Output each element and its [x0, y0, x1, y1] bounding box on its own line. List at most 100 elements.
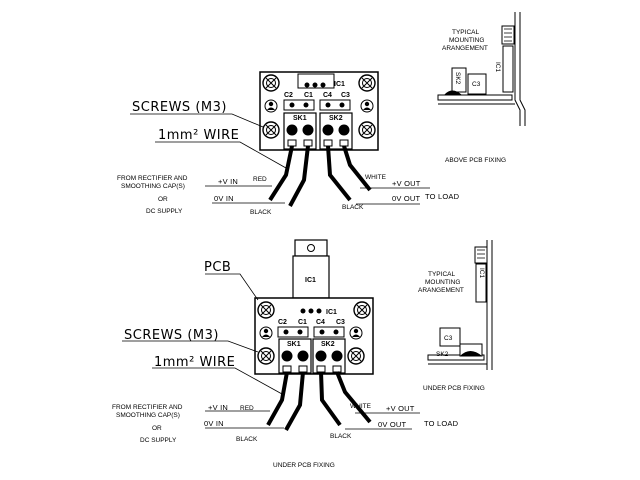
- top-terminal-tab: [287, 139, 297, 147]
- inset-top-sk2-label: SK2: [454, 72, 461, 85]
- top-screw: [262, 74, 280, 92]
- bottom-wire-v-out: [335, 371, 372, 424]
- bottom-dc-supply-label: DC SUPPLY: [140, 437, 177, 444]
- inset-top-ic1-label: IC1: [494, 62, 501, 73]
- inset-bottom-heatsink: [486, 240, 493, 370]
- bottom-ic1-pin: [308, 308, 314, 314]
- top-from-label-2: SMOOTHING CAP(S): [121, 183, 185, 190]
- top-ic1-pin: [320, 82, 326, 88]
- inset-bottom-ic1: [475, 263, 487, 303]
- bottom-black-right-label: BLACK: [330, 433, 352, 440]
- bottom-c4-pads: [313, 326, 345, 338]
- top-pad: [339, 102, 345, 108]
- inset-bottom-sk2-label: SK2: [436, 351, 449, 358]
- inset-top-title-3: ARANGEMENT: [442, 45, 488, 52]
- top-wire-v-out: [342, 145, 372, 192]
- top-wire-leader: [155, 141, 287, 169]
- inset-top-pcb: [437, 94, 513, 101]
- top-c1-label: C1: [304, 92, 313, 99]
- top-c4-label: C4: [323, 92, 332, 99]
- bottom-terminal-tab: [332, 365, 342, 373]
- top-terminal-tab: [303, 139, 313, 147]
- top-terminal-tab: [323, 139, 333, 147]
- top-terminal: [322, 124, 334, 136]
- inset-top-title-2: MOUNTING: [449, 37, 484, 44]
- inset-under-pcb-fixing: IC1 C3 SK2 TYPICAL MOUNTING ARANGEMENT U…: [418, 240, 493, 392]
- bottom-ic1-label: IC1: [326, 309, 337, 316]
- top-pad: [289, 102, 295, 108]
- top-mount-hole: [264, 99, 278, 113]
- bottom-pcb-leader: [205, 273, 259, 301]
- top-sk2-label: SK2: [329, 115, 343, 122]
- bottom-from-label-2: SMOOTHING CAP(S): [116, 412, 180, 419]
- inset-top-title-1: TYPICAL: [452, 29, 479, 36]
- top-pad: [303, 102, 309, 108]
- bottom-screw: [347, 347, 365, 365]
- inset-bottom-ic1-label: IC1: [478, 268, 485, 279]
- bottom-pad: [283, 329, 289, 335]
- top-black-left-label: BLACK: [250, 209, 272, 216]
- bottom-c1-label: C1: [298, 319, 307, 326]
- bottom-red-label: RED: [240, 405, 254, 412]
- bottom-ic1-body: [292, 255, 330, 299]
- top-wiring-diagram: IC1 C2 C1 C4 C3: [117, 71, 459, 216]
- inset-bottom-caption: UNDER PCB FIXING: [423, 385, 485, 392]
- top-0v-out-label: 0V OUT: [392, 194, 421, 203]
- bottom-wire-label: 1mm² WIRE: [154, 355, 235, 370]
- bottom-pad: [333, 329, 339, 335]
- bottom-terminal: [297, 350, 309, 362]
- bottom-ic1-pin: [300, 308, 306, 314]
- bottom-screw: [257, 347, 275, 365]
- bottom-c1-pads: [277, 326, 309, 338]
- inset-bottom-title-2: MOUNTING: [425, 279, 460, 286]
- top-sk1-label: SK1: [293, 115, 307, 122]
- top-or-label: OR: [158, 196, 168, 203]
- top-c1-pads: [283, 99, 315, 111]
- bottom-v-out-label: +V OUT: [386, 404, 415, 413]
- top-from-label-1: FROM RECTIFIER AND: [117, 175, 188, 182]
- bottom-wire-leader: [152, 367, 283, 395]
- top-terminal: [302, 124, 314, 136]
- bottom-screw: [257, 301, 275, 319]
- top-screw: [358, 74, 376, 92]
- inset-top-sk2: [451, 67, 467, 93]
- bottom-terminal-tab: [298, 365, 308, 373]
- inset-top-caption: ABOVE PCB FIXING: [445, 157, 506, 164]
- inset-bottom-c3-label: C3: [444, 335, 453, 342]
- top-screws-leader: [130, 113, 264, 128]
- bottom-wire-0v-in: [284, 371, 305, 431]
- top-c3-label: C3: [341, 92, 350, 99]
- bottom-wiring-diagram: IC1 IC1 C2 C1 C4 C3: [112, 239, 458, 444]
- bottom-screws-leader: [122, 340, 259, 353]
- bottom-v-in-label: +V IN: [208, 403, 228, 412]
- top-wire-0v-out: [326, 145, 352, 202]
- inset-bottom-title-1: TYPICAL: [428, 271, 455, 278]
- bottom-terminal-tab: [316, 365, 326, 373]
- bottom-screw: [353, 301, 371, 319]
- bottom-or-label: OR: [152, 425, 162, 432]
- top-v-in-label: +V IN: [218, 177, 238, 186]
- top-terminal-tab: [339, 139, 349, 147]
- bottom-c2-label: C2: [278, 319, 287, 326]
- bottom-pad: [297, 329, 303, 335]
- top-wire-0v-in: [288, 145, 310, 207]
- bottom-c3-label: C3: [336, 319, 345, 326]
- footer-caption: UNDER PCB FIXING: [273, 462, 335, 469]
- bottom-terminal: [331, 350, 343, 362]
- bottom-pcb-label: PCB: [204, 260, 231, 275]
- top-wire-label: 1mm² WIRE: [158, 128, 239, 143]
- bottom-mount-hole: [349, 326, 363, 340]
- inset-bottom-c3: [439, 327, 461, 347]
- inset-top-heatsink: [514, 12, 526, 126]
- inset-bottom-screw: [474, 246, 488, 264]
- bottom-ic1-pin: [316, 308, 322, 314]
- bottom-ic1-hole: [307, 244, 315, 252]
- bottom-pad: [319, 329, 325, 335]
- bottom-terminal: [281, 350, 293, 362]
- top-v-out-label: +V OUT: [392, 179, 421, 188]
- top-terminal: [286, 124, 298, 136]
- top-red-label: RED: [253, 176, 267, 183]
- bottom-0v-out-label: 0V OUT: [378, 420, 407, 429]
- inset-bottom-title-3: ARANGEMENT: [418, 287, 464, 294]
